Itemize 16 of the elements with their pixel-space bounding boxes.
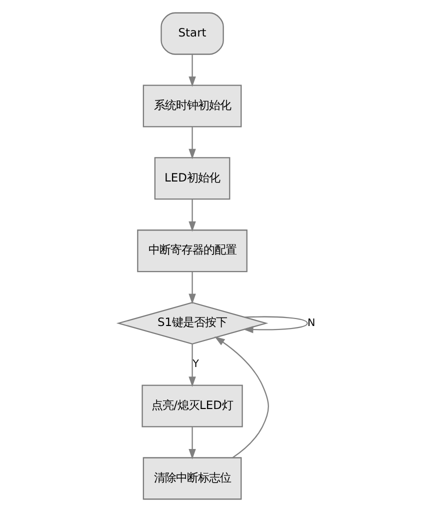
arrow <box>188 344 196 387</box>
node-box: 系统时钟初始化 <box>142 84 242 128</box>
node-box: Start <box>160 12 224 55</box>
node-box: 清除中断标志位 <box>142 457 242 500</box>
arrow <box>188 272 196 304</box>
arrow <box>188 199 196 232</box>
arrow <box>188 54 196 87</box>
node-box: LED初始化 <box>154 157 230 200</box>
arrow <box>242 316 308 334</box>
edge-label: Y <box>192 358 198 370</box>
node-box: 中断寄存器的配置 <box>136 230 247 272</box>
node-box: 点亮/熄灭LED灯 <box>141 384 242 428</box>
arrow <box>188 427 196 460</box>
edge-label: N <box>307 316 315 329</box>
arrow <box>188 127 196 160</box>
arrow <box>214 336 268 458</box>
